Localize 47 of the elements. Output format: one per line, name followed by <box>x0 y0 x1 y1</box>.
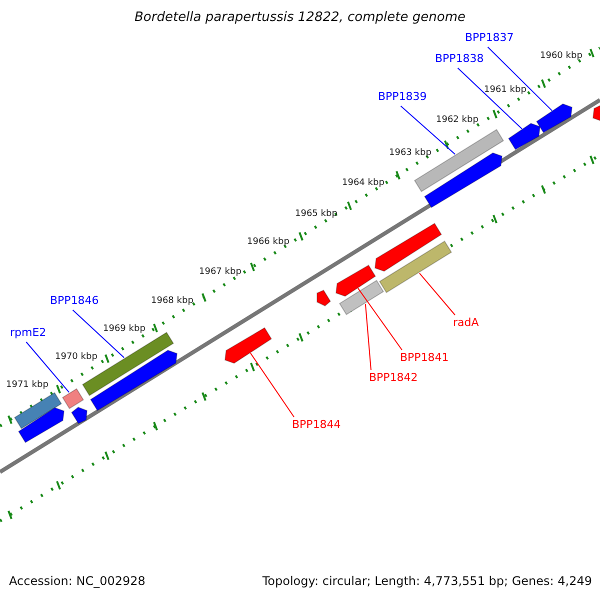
gene-label: BPP1838 <box>435 53 484 64</box>
gene-label: BPP1846 <box>50 295 99 306</box>
leader-line <box>357 288 402 350</box>
gene-feature <box>508 122 541 150</box>
scale-label: 1961 kbp <box>484 86 526 95</box>
scale-label: 1968 kbp <box>151 297 194 306</box>
gene-band <box>378 240 452 294</box>
gene-feature <box>224 327 272 364</box>
gene-label: radA <box>453 317 479 328</box>
gene-feature <box>536 103 573 134</box>
scale-label: 1967 kbp <box>199 268 242 277</box>
leader-line <box>26 342 70 393</box>
gene-label: BPP1837 <box>465 32 514 43</box>
scale-label: 1971 kbp <box>6 381 48 390</box>
leader-line <box>364 303 372 370</box>
gene-label: BPP1844 <box>292 419 341 430</box>
gene-label: BPP1842 <box>369 372 418 383</box>
leader-line <box>487 46 553 112</box>
gene-band <box>338 280 384 316</box>
leader-line <box>418 272 456 316</box>
scale-label: 1963 kbp <box>389 149 432 158</box>
scale-label: 1964 kbp <box>342 179 384 188</box>
gene-feature <box>374 222 442 272</box>
gene-feature <box>70 406 88 424</box>
gene-band <box>14 392 62 430</box>
gene-label: rpmE2 <box>10 327 46 338</box>
leader-line <box>457 68 523 130</box>
gene-band <box>62 388 84 410</box>
gene-feature <box>592 104 600 122</box>
gene-feature <box>335 264 376 297</box>
genome-info-text: Topology: circular; Length: 4,773,551 bp; Genes: 4,249 <box>262 575 592 587</box>
gene-feature <box>18 407 65 444</box>
gene-label: BPP1839 <box>378 91 427 102</box>
scale-label: 1970 kbp <box>55 353 98 362</box>
gene-band <box>414 128 504 192</box>
title: Bordetella parapertussis 12822, complete genome <box>134 11 466 24</box>
scale-label: 1966 kbp <box>247 238 290 247</box>
scale-label: 1960 kbp <box>540 52 582 61</box>
gene-feature <box>316 290 332 306</box>
leader-line <box>400 106 456 155</box>
gene-label: BPP1841 <box>400 352 449 363</box>
gene-band <box>82 332 174 396</box>
leader-line <box>72 310 125 358</box>
scale-label: 1965 kbp <box>295 210 338 219</box>
leader-line <box>250 352 294 418</box>
scale-label: 1969 kbp <box>103 325 146 334</box>
accession-text: Accession: NC_002928 <box>9 575 146 587</box>
